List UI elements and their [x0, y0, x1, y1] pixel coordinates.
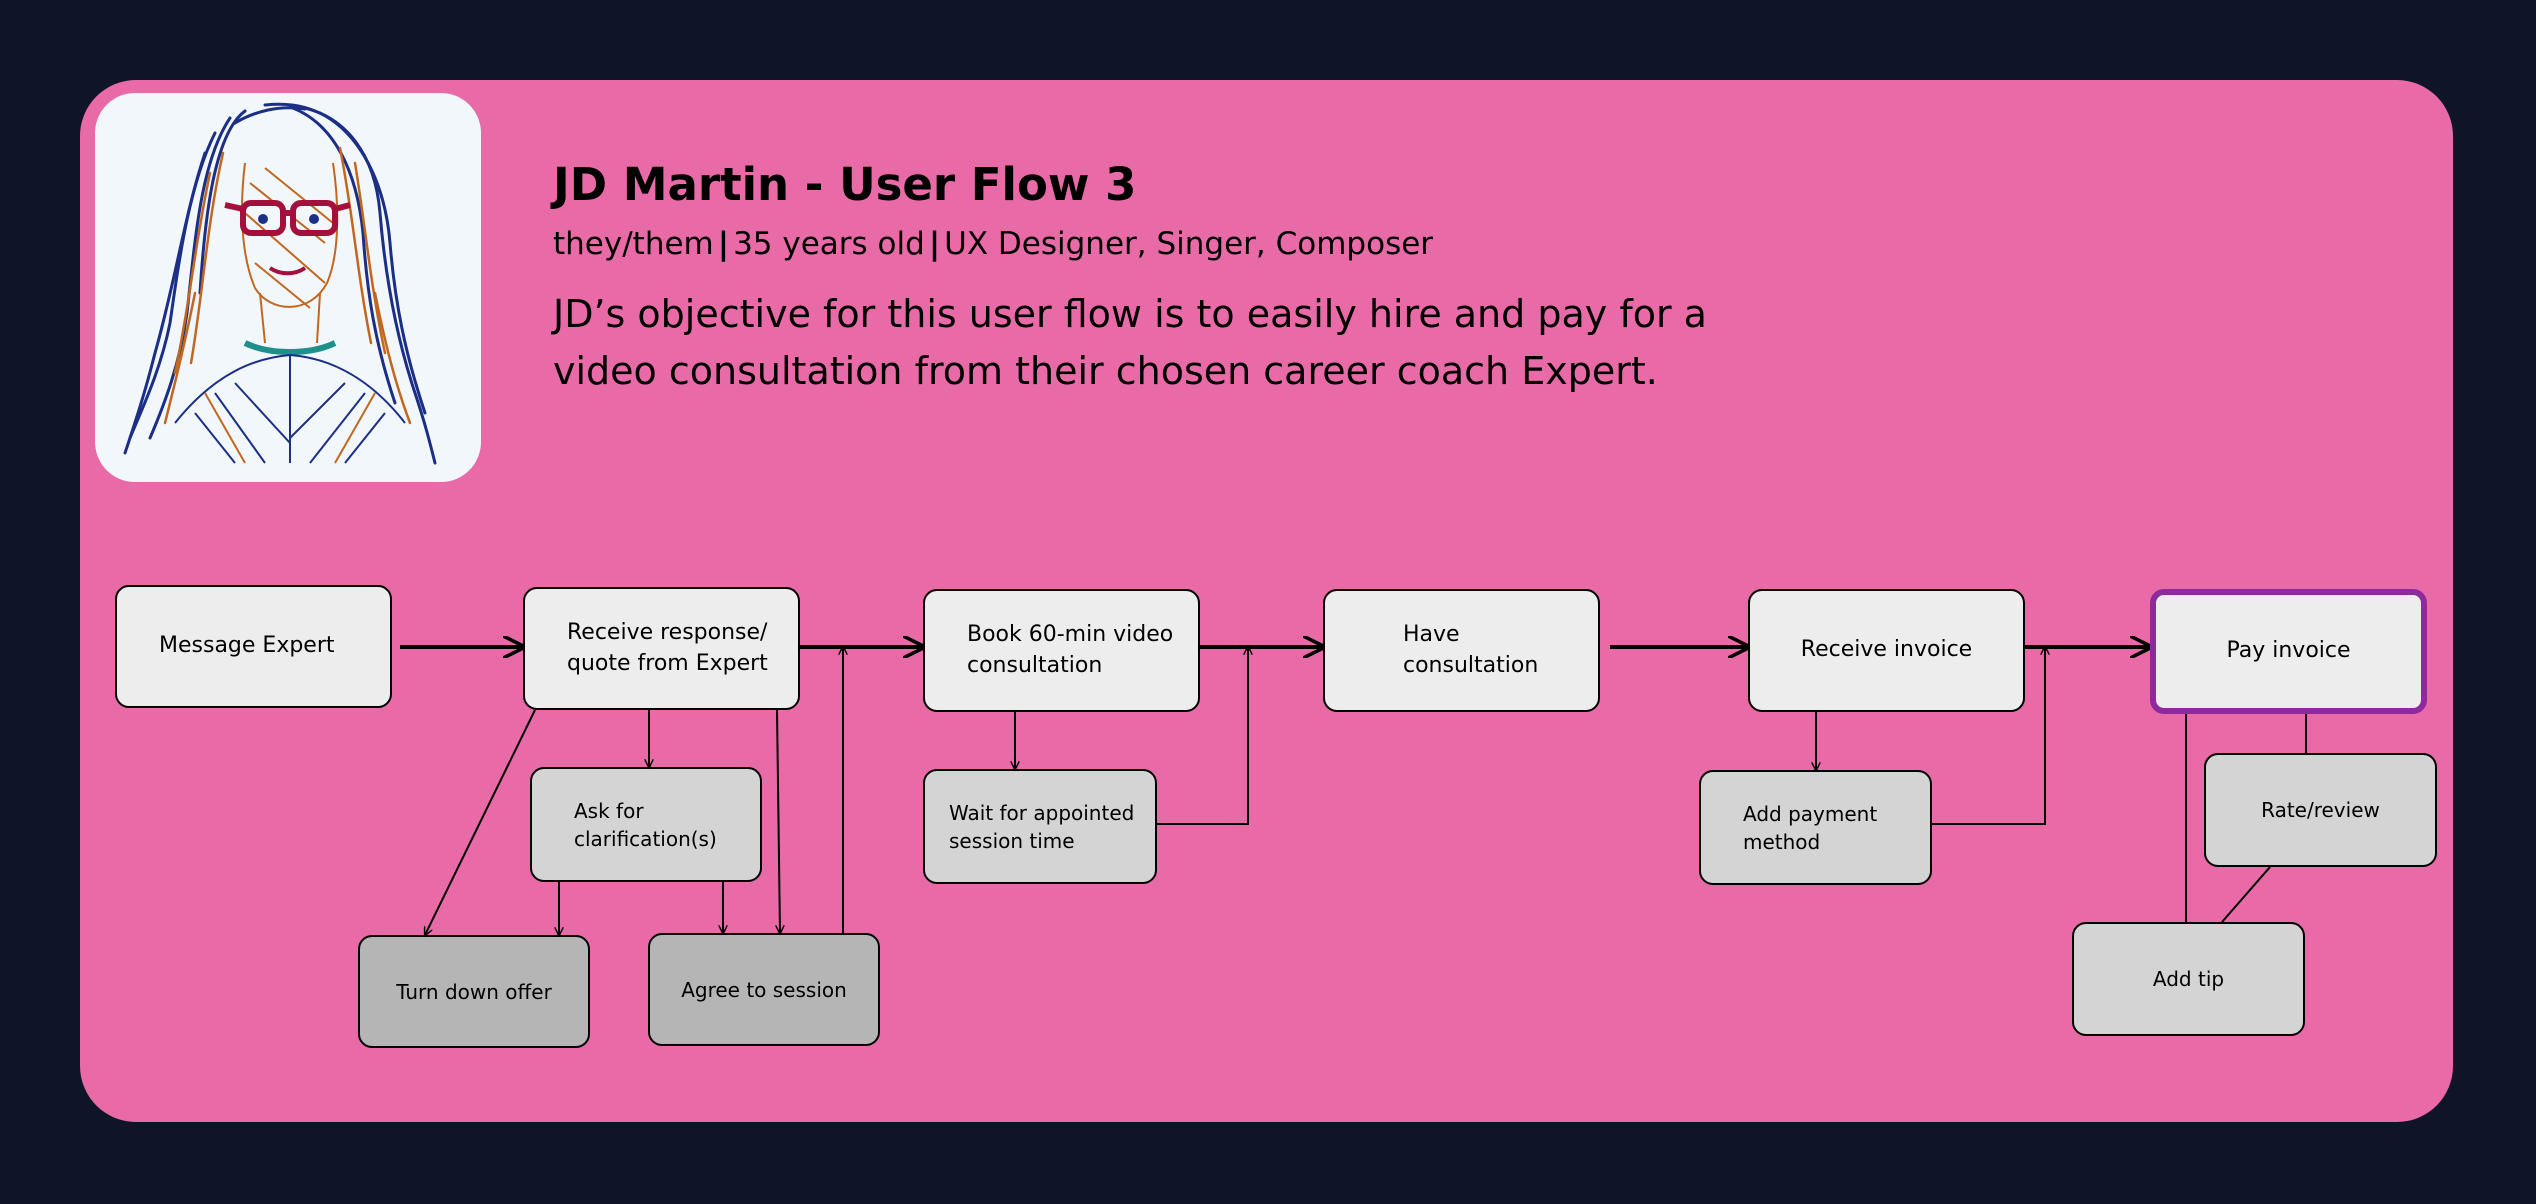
node-message-expert: Message Expert [115, 585, 392, 708]
line-review-to-tip [2221, 866, 2271, 923]
node-receive-invoice: Receive invoice [1748, 589, 2025, 712]
node-add-tip: Add tip [2072, 922, 2305, 1036]
arrow-wait-to-main [1157, 647, 1248, 825]
persona-details: they/them|35 years old|UX Designer, Sing… [553, 226, 1433, 262]
arrow-payment-method-to-main [1932, 647, 2045, 825]
node-label: Message Expert [159, 633, 335, 659]
objective-text: JD’s objective for this user flow is to … [553, 292, 1707, 393]
node-have-consultation: Have consultation [1323, 589, 1600, 712]
node-add-payment-method: Add payment method [1699, 770, 1932, 885]
node-label: Pay invoice [2226, 638, 2351, 664]
node-label: Add tip [2152, 967, 2225, 991]
pronouns: they/them [553, 226, 714, 262]
portrait-sketch [123, 102, 437, 465]
node-rate-review: Rate/review [2204, 753, 2437, 867]
separator: | [717, 226, 730, 262]
node-label: Rate/review [2261, 798, 2380, 822]
node-label: Turn down offer [396, 979, 552, 1004]
node-wait-session: Wait for appointed session time [923, 769, 1157, 884]
avatar [95, 93, 481, 482]
node-receive-response: Receive response/ quote from Expert [523, 587, 800, 710]
page-title: JD Martin - User Flow 3 [553, 158, 1137, 211]
node-label: Receive response/ quote from Expert [567, 619, 768, 676]
arrow-response-to-agree [777, 709, 780, 933]
node-ask-clarification: Ask for clarification(s) [530, 767, 762, 882]
separator: | [928, 226, 941, 262]
node-book-consultation: Book 60-min video consultation [923, 589, 1200, 712]
roles: UX Designer, Singer, Composer [944, 226, 1434, 262]
node-label: Agree to session [681, 977, 847, 1002]
node-label: Receive invoice [1800, 637, 1973, 663]
node-label: Ask for clarification(s) [574, 798, 717, 851]
node-label: Have consultation [1403, 621, 1539, 678]
node-turn-down-offer: Turn down offer [358, 935, 590, 1048]
node-label: Wait for appointed session time [949, 800, 1135, 853]
node-label: Book 60-min video consultation [967, 621, 1174, 678]
arrow-response-to-turn-down [425, 709, 536, 935]
node-agree-to-session: Agree to session [648, 933, 880, 1046]
flow-connectors [400, 80, 2307, 1122]
persona-card: JD Martin - User Flow 3 they/them|35 yea… [80, 80, 2453, 1122]
node-pay-invoice: Pay invoice [2150, 589, 2427, 714]
node-label: Add payment method [1743, 801, 1878, 854]
age: 35 years old [733, 226, 925, 262]
